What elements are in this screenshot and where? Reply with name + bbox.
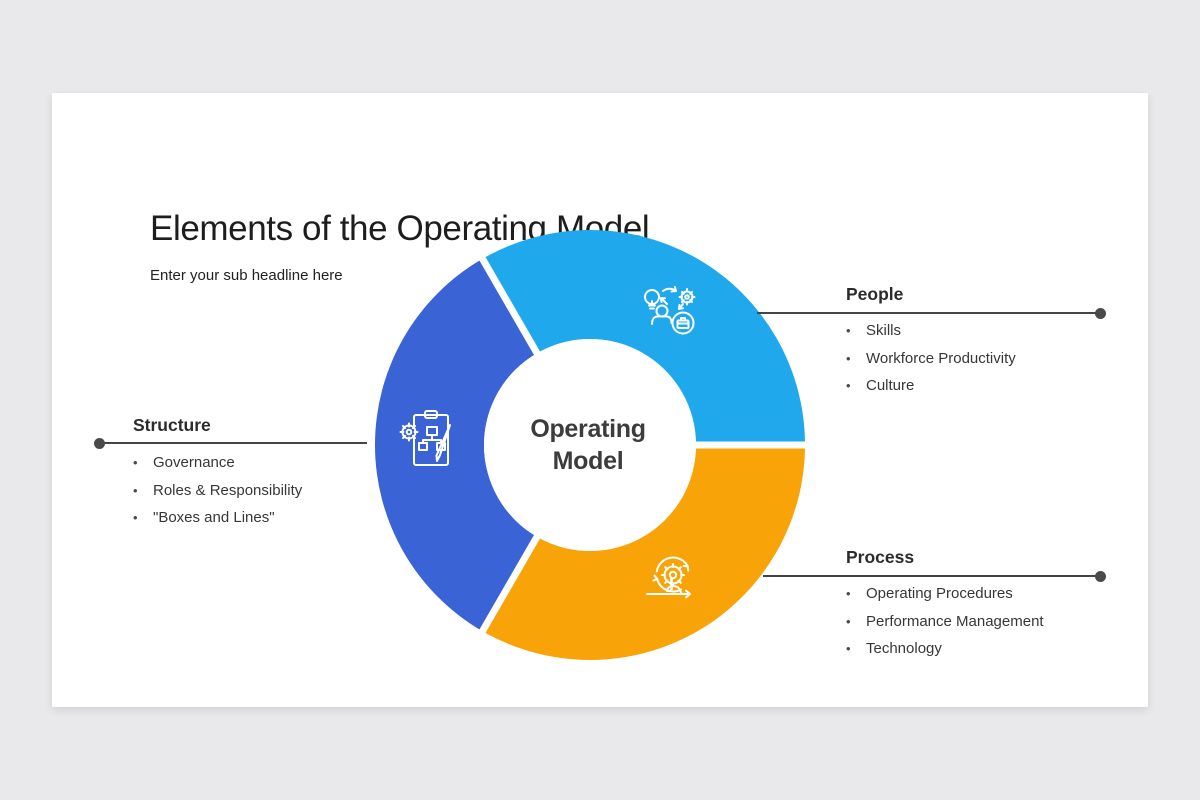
list-item-label: Workforce Productivity [866, 349, 1016, 367]
center-label-line2: Model [552, 447, 624, 475]
list-item-label: Technology [866, 639, 942, 657]
structure-connector-dot [93, 437, 105, 449]
list-item: • Technology [846, 635, 1044, 662]
lightbulb-gear-person-briefcase-icon [644, 286, 696, 335]
operating-model-donut-diagram [374, 229, 808, 661]
people-items-list: • Skills • Workforce Productivity • Culture [846, 317, 1016, 399]
bullet-icon: • [846, 323, 851, 339]
process-items-list: • Operating Procedures • Performance Manag… [846, 580, 1044, 662]
bullet-icon: • [846, 350, 851, 366]
process-connector-dot [1095, 570, 1106, 582]
bullet-icon: • [133, 509, 138, 525]
list-item-label: Operating Procedures [866, 585, 1013, 603]
list-item-label: Performance Management [866, 612, 1044, 630]
bullet-icon: • [846, 640, 851, 656]
structure-segment [374, 258, 537, 632]
list-item-label: Roles & Responsibility [153, 481, 303, 499]
bullet-icon: • [133, 482, 138, 498]
people-connector-dot [1095, 307, 1106, 319]
list-item: • Performance Management [846, 607, 1044, 634]
list-item: • "Boxes and Lines" [133, 504, 302, 531]
list-item-label: Culture [866, 376, 915, 394]
bullet-icon: • [846, 377, 851, 393]
gear-cycle-hand-icon [646, 556, 691, 599]
list-item-label: "Boxes and Lines" [153, 508, 275, 526]
center-label: Operating Model [488, 413, 688, 477]
structure-connector-line [99, 442, 367, 444]
process-segment [482, 445, 805, 661]
people-segment [482, 229, 805, 445]
segment-title-process: Process [846, 547, 915, 567]
list-item-label: Skills [866, 322, 902, 340]
list-item: • Skills [846, 317, 1016, 344]
list-item: • Workforce Productivity [846, 344, 1016, 371]
list-item-label: Governance [153, 454, 235, 472]
clipboard-orgchart-pencil-icon [399, 410, 451, 466]
list-item: • Roles & Responsibility [133, 476, 302, 503]
process-connector-line [763, 575, 1100, 577]
bullet-icon: • [133, 455, 138, 471]
donut-hole [484, 339, 696, 551]
list-item: • Culture [846, 372, 1016, 399]
center-label-line1: Operating [530, 415, 646, 443]
segment-title-structure: Structure [133, 415, 211, 435]
page-subtitle: Enter your sub headline here [150, 267, 343, 284]
list-item: • Operating Procedures [846, 580, 1044, 607]
list-item: • Governance [133, 449, 302, 476]
structure-items-list: • Governance • Roles & Responsibility • "Bo… [133, 449, 302, 531]
bullet-icon: • [846, 586, 851, 602]
bullet-icon: • [846, 613, 851, 629]
segment-title-people: People [846, 284, 904, 304]
people-connector-line [757, 312, 1100, 314]
